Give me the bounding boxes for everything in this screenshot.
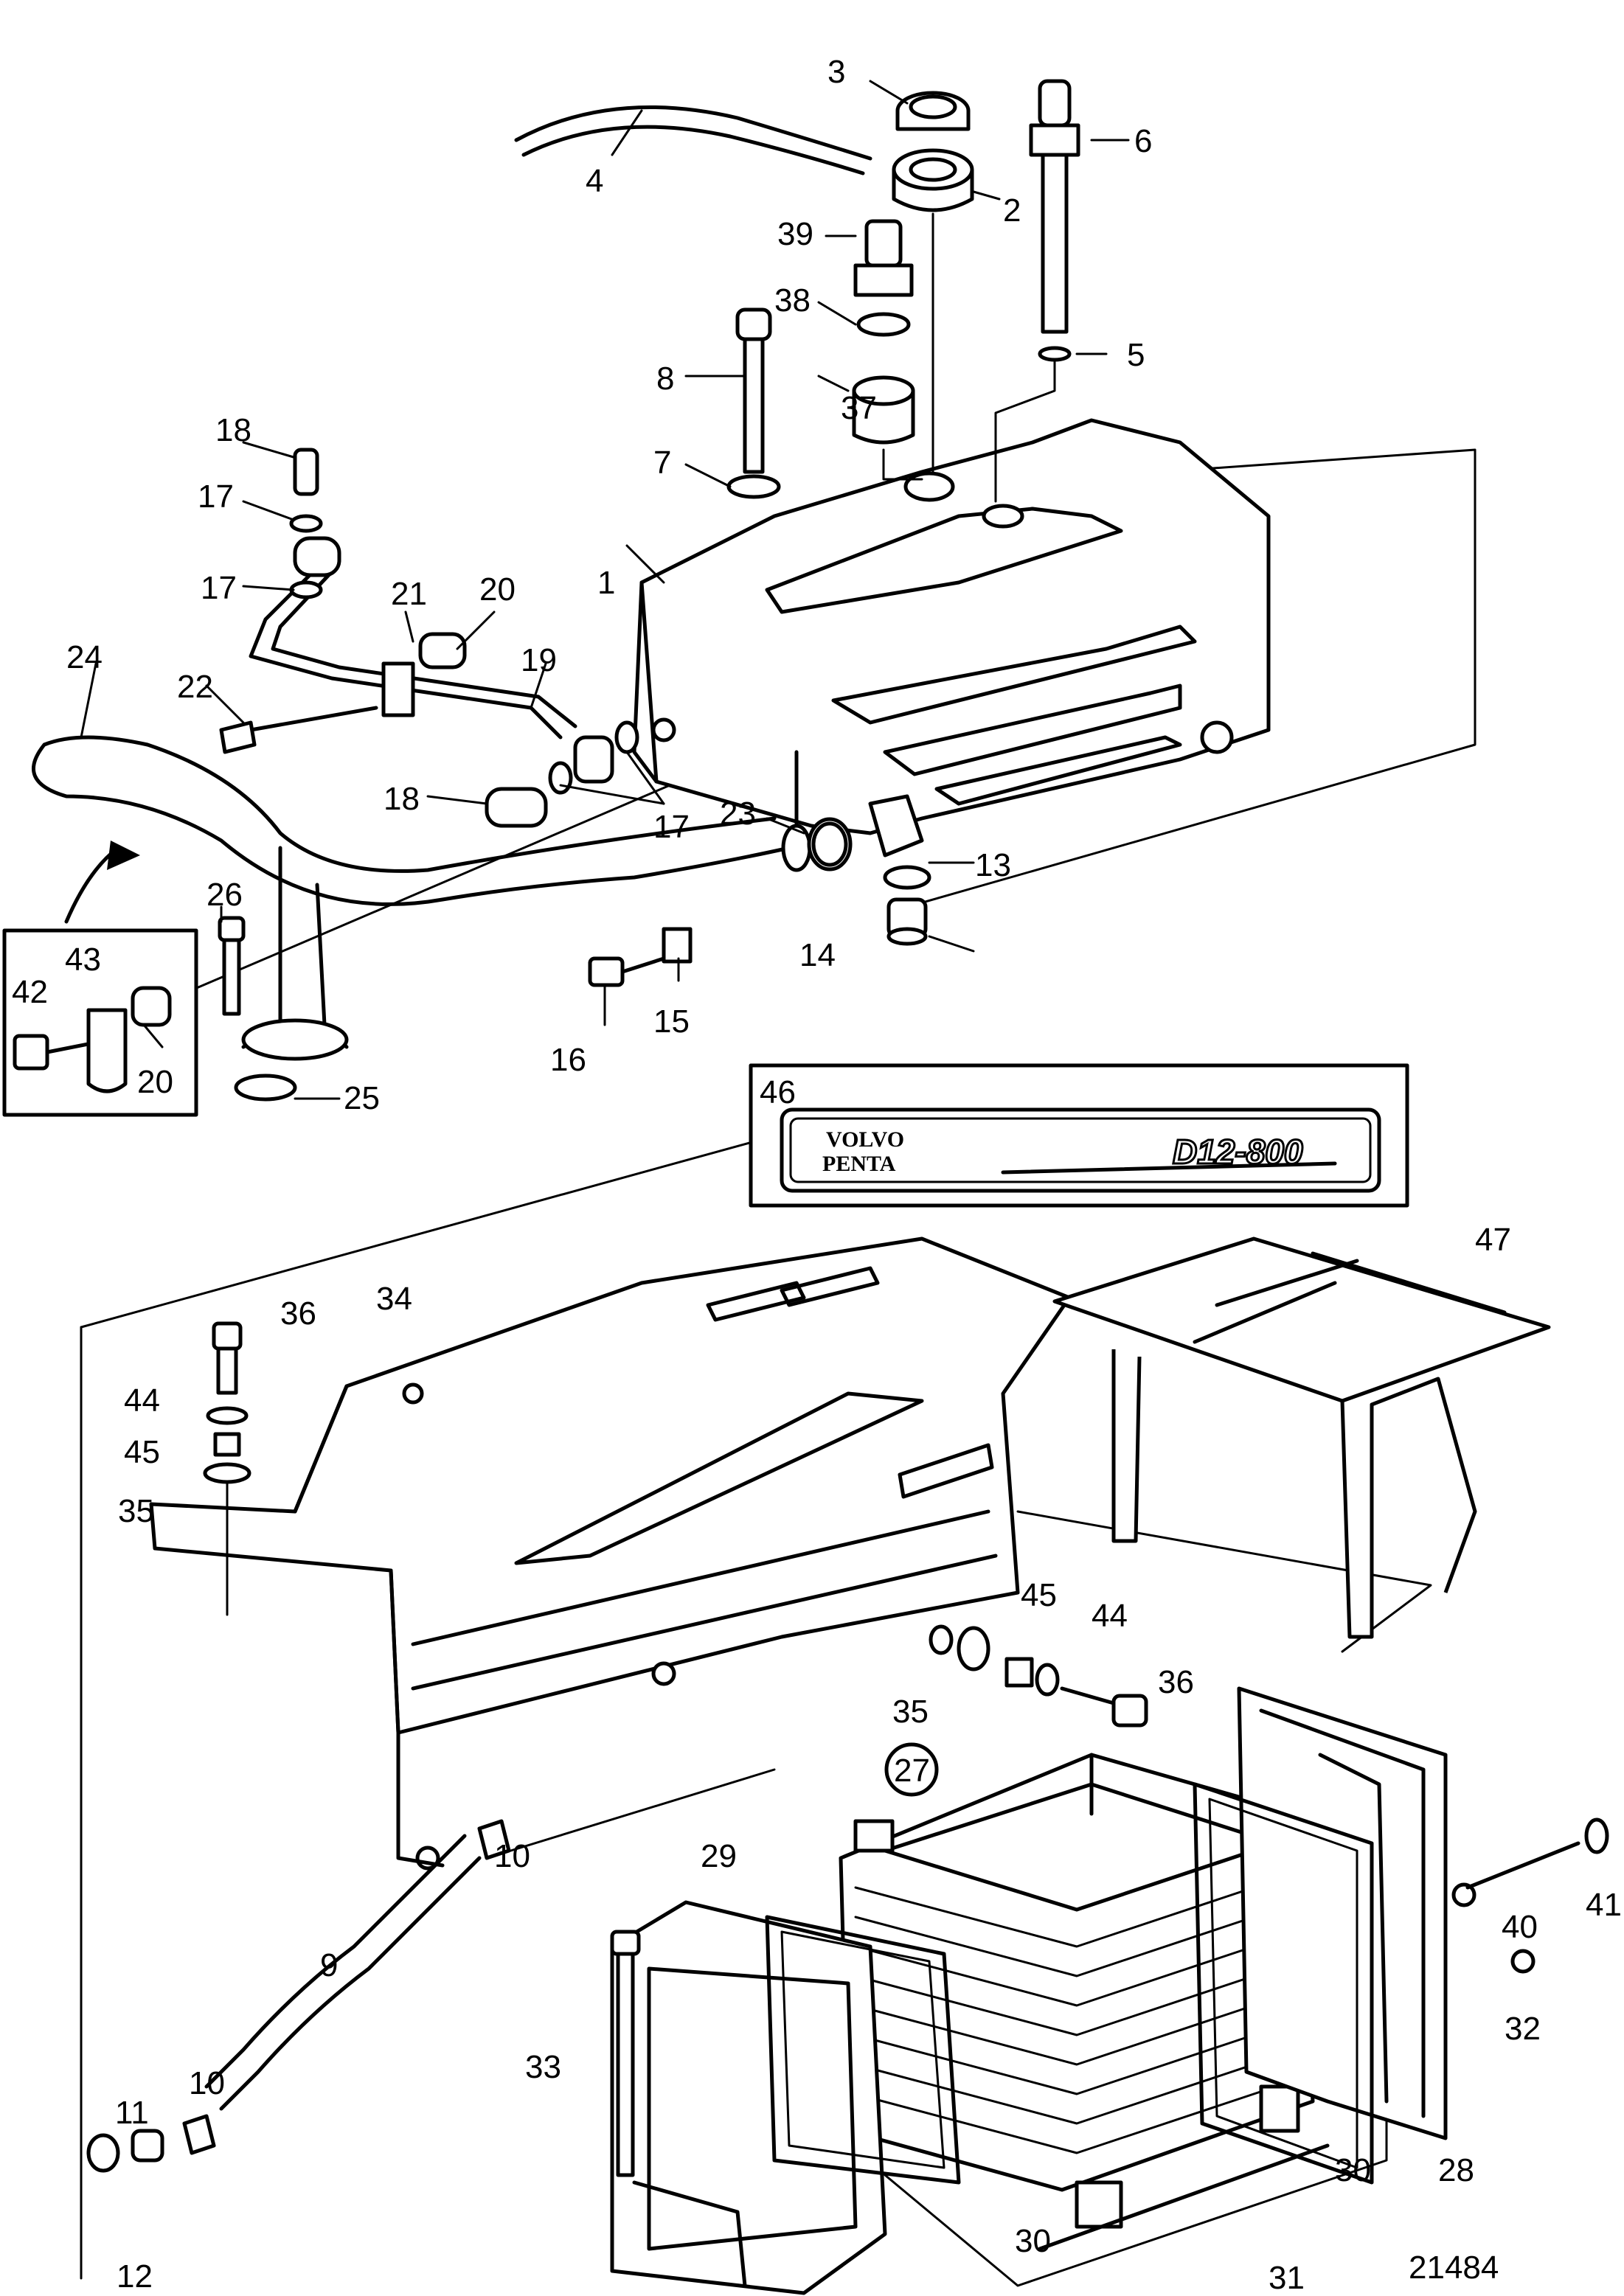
long-bolt-33	[610, 1930, 641, 2177]
callout-label: 23	[720, 796, 756, 832]
callout-label: 40	[1502, 1909, 1538, 1945]
callout-label: 18	[384, 781, 420, 817]
callout-label: 45	[124, 1434, 160, 1470]
callout-label: 30	[1015, 2223, 1051, 2259]
callout-label: 21	[391, 576, 427, 612]
cover-fastener-left	[203, 1321, 251, 1616]
clip-bolt	[588, 927, 693, 987]
callout-label: 38	[774, 282, 811, 319]
callout-label: 33	[525, 2049, 561, 2085]
callout-label: 32	[1505, 2011, 1541, 2047]
callout-label: 47	[1475, 1222, 1511, 1258]
clamp-detail-inset	[2, 841, 198, 1117]
callout-label: 29	[701, 1838, 737, 1874]
callout-label: 12	[117, 2258, 153, 2295]
overflow-hose	[514, 105, 872, 175]
callout-label: 11	[115, 2095, 149, 2131]
callout-label: 39	[777, 216, 813, 252]
callout-label: 19	[521, 642, 557, 678]
callout-label: 6	[1134, 123, 1152, 159]
callout-label: 34	[376, 1281, 412, 1317]
gasket-front	[765, 1915, 961, 2185]
callout-label: 4	[586, 163, 603, 199]
rear-cover	[1237, 1686, 1535, 2140]
callout-label: 14	[799, 937, 836, 973]
tie-rod	[1038, 2143, 1330, 2251]
callout-label: 30	[1335, 2152, 1371, 2188]
emblem-model: D12-800	[1173, 1133, 1303, 1171]
callout-label: 35	[892, 1694, 929, 1730]
callout-label: 16	[550, 1042, 586, 1078]
callout-label: 44	[124, 1382, 160, 1419]
callout-label: 20	[479, 571, 516, 608]
callout-label: 15	[653, 1003, 690, 1040]
bracket-bolt	[218, 916, 246, 1016]
callout-labels: 1 2 3 4 5 6 7 8 9 10 10 11 12 13 14 15 1…	[12, 54, 1622, 2296]
callout-label: 17	[653, 809, 690, 845]
tank-bolt	[726, 307, 781, 499]
callout-label: 10	[494, 1838, 530, 1874]
callout-label: 24	[66, 639, 103, 675]
filler-cap	[895, 91, 971, 131]
gasket-rear	[1193, 1782, 1374, 2185]
callout-label: 28	[1438, 2152, 1474, 2188]
drawing-number: 21484	[1409, 2250, 1499, 2286]
o-ring-25	[234, 1074, 297, 1102]
emblem-brand-line1: VOLVO	[826, 1127, 904, 1152]
callout-label: 13	[975, 847, 1011, 883]
callout-label: 9	[320, 1947, 338, 1983]
callout-label: 7	[653, 445, 671, 481]
callout-label: 17	[198, 479, 234, 515]
callout-label: 18	[215, 412, 251, 448]
emblem-box	[749, 1063, 1409, 1408]
o-ring-23	[811, 821, 848, 867]
callout-label: 26	[207, 877, 243, 913]
callout-label: 41	[1586, 1887, 1622, 1923]
callout-label: 46	[760, 1074, 796, 1110]
callout-label: 27	[894, 1753, 930, 1789]
banjo-fittings	[219, 448, 639, 828]
callout-label: 1	[597, 565, 615, 601]
callout-label: 36	[280, 1295, 316, 1332]
callout-label: 35	[118, 1493, 154, 1529]
callout-label: 3	[827, 54, 845, 90]
callout-label: 43	[65, 942, 101, 978]
callout-label: 22	[177, 669, 213, 705]
level-sensor	[994, 79, 1080, 503]
nameplate-bracket	[1052, 1236, 1551, 1639]
return-pipe	[249, 558, 577, 740]
drain-plug	[883, 865, 931, 946]
callout-label: 31	[1269, 2260, 1305, 2296]
engine-cover	[149, 1236, 1072, 1871]
callout-label: 37	[841, 390, 877, 426]
callout-label: 44	[1092, 1598, 1128, 1634]
callout-label: 25	[344, 1080, 380, 1116]
callout-label: 10	[189, 2065, 225, 2101]
pressure-valve	[852, 219, 923, 481]
cap-seal	[892, 148, 974, 473]
stud-40	[1465, 1817, 1609, 1890]
callout-label: 36	[1158, 1664, 1194, 1700]
callout-label: 2	[1003, 192, 1021, 229]
front-cover	[610, 1900, 887, 2295]
callout-27-ring	[884, 1742, 939, 1797]
callout-label: 45	[1021, 1577, 1057, 1613]
callout-label: 20	[137, 1064, 173, 1100]
leader-lines	[80, 80, 1130, 1100]
expansion-tank	[632, 418, 1271, 857]
callout-label: 42	[12, 974, 48, 1010]
drain-hose	[86, 1819, 511, 2173]
cover-fastener-right	[929, 1624, 1148, 1728]
callout-label: 5	[1127, 337, 1145, 373]
callout-label: 8	[656, 361, 674, 397]
emblem-brand-line2: PENTA	[822, 1152, 896, 1176]
callout-label: 17	[201, 570, 237, 606]
